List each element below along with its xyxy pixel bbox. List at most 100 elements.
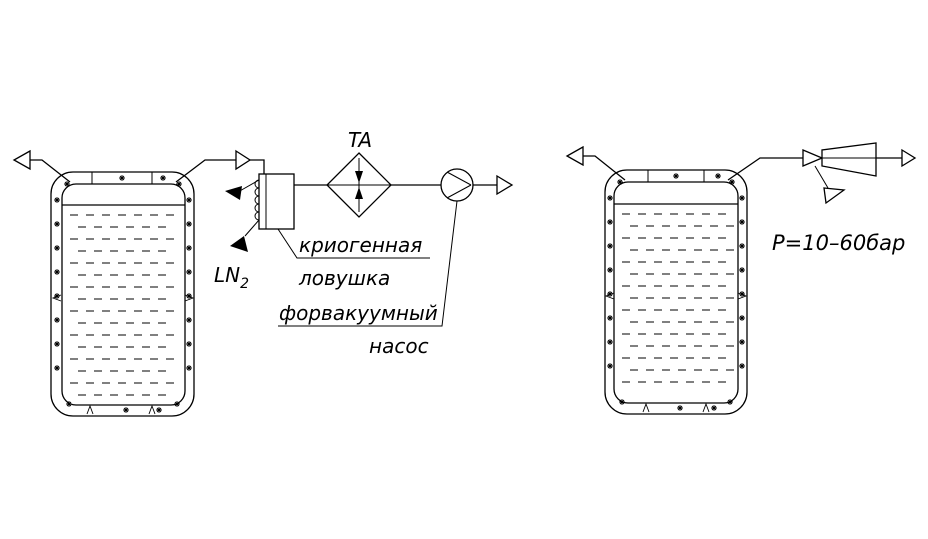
insulation-mark-icon (715, 173, 721, 179)
left-vent-line (30, 159, 71, 183)
pressure-label: P=10–60бар (772, 231, 905, 255)
cryogenic-trap: криогенная ловушка LN2 (214, 173, 430, 292)
insulation-mark-icon (677, 405, 683, 411)
insulation-mark-icon (54, 197, 60, 203)
insulation-mark-icon (54, 341, 60, 347)
heat-exchanger-arrow-up-icon (355, 187, 363, 199)
insulation-mark-icon (66, 401, 72, 407)
pump-chevron-bottom (446, 184, 472, 199)
insulation-mark-icon (739, 315, 745, 321)
ln2-inlet-arrow-icon (230, 236, 248, 252)
pump-chevron-top (446, 171, 472, 186)
heat-exchanger: TA (294, 128, 392, 218)
insulation-mark-icon (607, 195, 613, 201)
insulation-mark-icon (119, 175, 125, 181)
insulation-mark-icon (186, 245, 192, 251)
compressor-outlet-arrow-icon (901, 148, 917, 168)
compressor-inlet-icon (802, 149, 824, 167)
insulation-mark-icon (607, 315, 613, 321)
pump-label-line1: форвакуумный (279, 301, 438, 325)
heat-exchanger-label: TA (348, 128, 372, 152)
insulation-mark-icon (739, 267, 745, 273)
insulation-mark-icon (607, 219, 613, 225)
insulation-caret-icon (642, 402, 650, 413)
right-vent-line (583, 155, 626, 181)
compressor-drive-line (814, 165, 829, 189)
insulation-mark-icon (54, 365, 60, 371)
left-vent-arrow-icon (12, 149, 31, 171)
insulation-mark-icon (160, 175, 166, 181)
right-vessel-outer-wall (604, 169, 748, 415)
heat-exchanger-icon (326, 152, 392, 218)
insulation-mark-icon (607, 267, 613, 273)
insulation-mark-icon (739, 243, 745, 249)
left-outlet-line (175, 159, 236, 183)
ln2-label: LN2 (214, 263, 249, 292)
insulation-caret-icon (604, 292, 615, 300)
insulation-mark-icon (607, 339, 613, 345)
insulation-mark-icon (123, 407, 129, 413)
insulation-mark-icon (174, 401, 180, 407)
compressor-drive-arrow-icon (823, 187, 846, 205)
insulation-mark-icon (54, 293, 60, 299)
trap-label-leader (277, 228, 430, 259)
insulation-mark-icon (186, 365, 192, 371)
insulation-caret-icon (737, 292, 748, 300)
insulation-mark-icon (186, 293, 192, 299)
insulation-caret-icon (184, 294, 195, 302)
ln2-outlet-arrow-icon (225, 186, 242, 200)
insulation-mark-icon (607, 291, 613, 297)
right-vent-arrow-icon (565, 145, 584, 167)
forvacuum-pump: форвакуумный насос (278, 168, 514, 358)
pump-icon (440, 168, 474, 202)
insulation-mark-icon (54, 317, 60, 323)
left-vessel-inner-wall (61, 183, 186, 406)
heat-exchanger-arrow-down-icon (355, 171, 363, 183)
insulation-mark-icon (729, 179, 735, 185)
compressor: P=10–60бар (772, 142, 917, 255)
insulation-mark-icon (673, 173, 679, 179)
insulation-mark-icon (156, 407, 162, 413)
insulation-mark-icon (54, 269, 60, 275)
ln2-label-main: LN (214, 263, 240, 287)
insulation-mark-icon (739, 363, 745, 369)
left-vessel-outer-wall (50, 171, 195, 417)
pump-outlet-arrow-icon (496, 174, 514, 196)
insulation-mark-icon (186, 341, 192, 347)
ln2-inlet-line (244, 219, 260, 237)
ln2-outlet-line (237, 179, 260, 193)
insulation-mark-icon (739, 219, 745, 225)
insulation-mark-icon (186, 317, 192, 323)
insulation-caret-icon (86, 404, 94, 415)
right-vessel-inner-wall (613, 181, 739, 404)
left-vessel-insulation (51, 175, 195, 415)
insulation-mark-icon (619, 399, 625, 405)
insulation-mark-icon (186, 269, 192, 275)
trap-coil-icon (254, 179, 260, 221)
compressor-icon (821, 142, 877, 177)
ln2-label-sub: 2 (240, 276, 249, 292)
trap-inlet-line (250, 159, 265, 174)
insulation-mark-icon (739, 291, 745, 297)
insulation-mark-icon (64, 181, 70, 187)
insulation-caret-icon (702, 402, 710, 413)
insulation-mark-icon (739, 339, 745, 345)
insulation-mark-icon (607, 243, 613, 249)
right-vessel-insulation (604, 173, 748, 413)
trap-body (258, 173, 295, 230)
insulation-mark-icon (186, 221, 192, 227)
insulation-mark-icon (54, 245, 60, 251)
right-vessel-liquid (622, 213, 734, 383)
insulation-mark-icon (711, 405, 717, 411)
trap-label-line1: криогенная (299, 233, 422, 257)
insulation-caret-icon (148, 404, 156, 415)
insulation-mark-icon (186, 197, 192, 203)
right-vessel (565, 145, 803, 415)
insulation-caret-icon (51, 294, 62, 302)
insulation-mark-icon (727, 399, 733, 405)
left-outlet-arrow-icon (235, 149, 252, 171)
pump-label-leader (278, 200, 458, 327)
insulation-mark-icon (176, 181, 182, 187)
